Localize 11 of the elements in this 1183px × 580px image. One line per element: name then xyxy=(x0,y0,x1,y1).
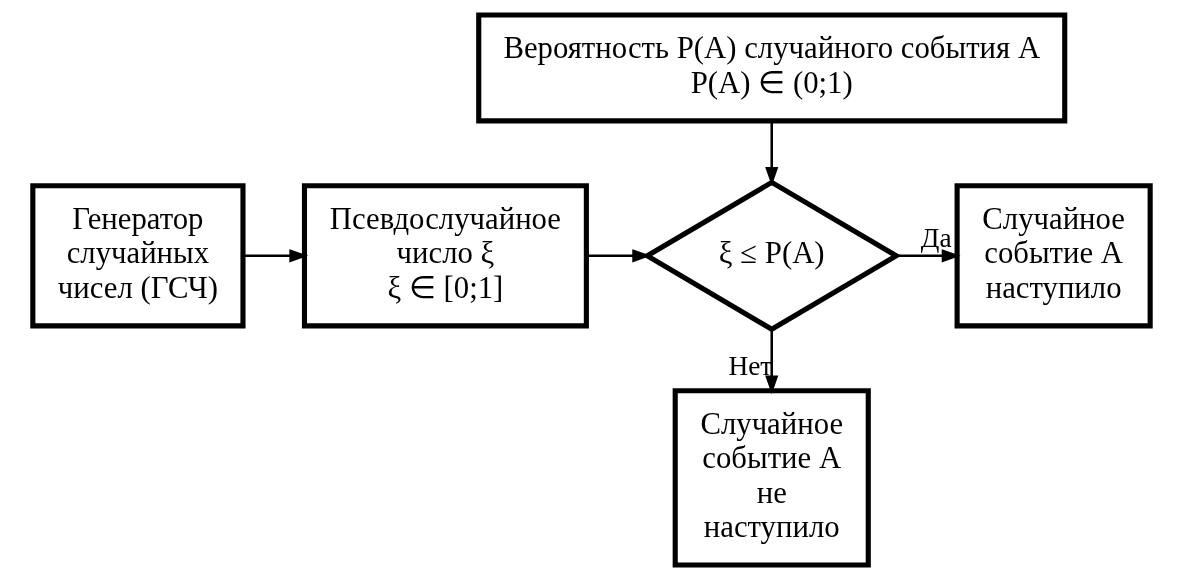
edge-label: Да xyxy=(920,222,952,253)
node-box: Генератор случайных чисел (ГСЧ) xyxy=(30,183,246,329)
node-box: Вероятность P(A) случайного события A P(A) ∈ (0;1) xyxy=(476,12,1068,124)
arrow xyxy=(765,121,779,186)
node-box: Псевдослучайное число ξ ξ ∈ [0;1] xyxy=(301,183,589,329)
arrow xyxy=(897,249,961,263)
node-box: Случайное событие A не наступило xyxy=(672,388,871,568)
arrow xyxy=(243,249,309,263)
edge-label: Нет xyxy=(728,351,773,382)
node-box: Случайное событие A наступило xyxy=(954,183,1153,329)
arrow xyxy=(765,329,779,395)
